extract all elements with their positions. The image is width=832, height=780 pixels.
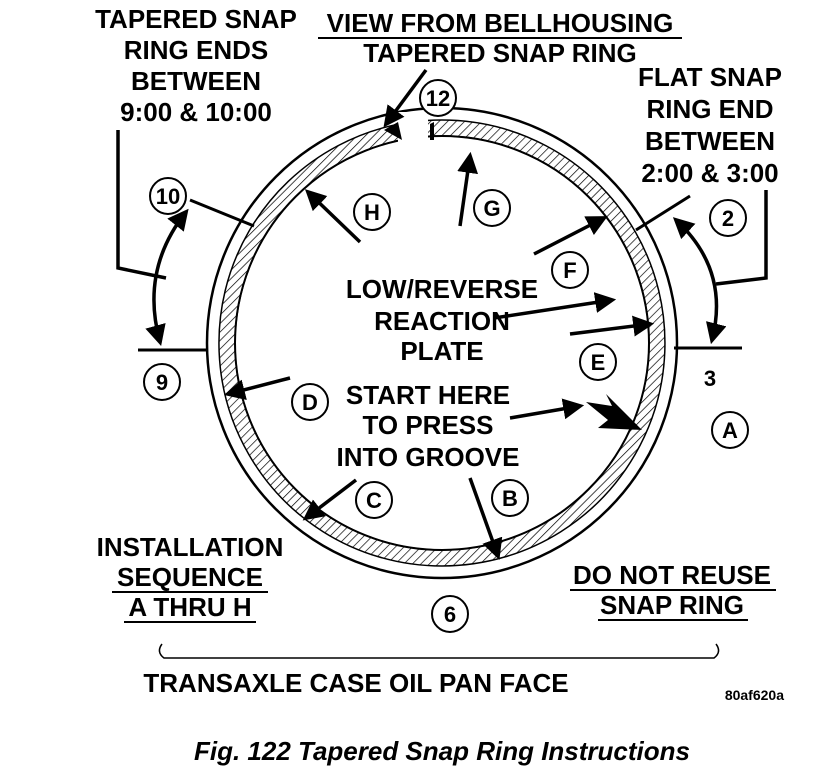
clock-12: 12 — [419, 79, 457, 117]
svg-text:2: 2 — [722, 206, 734, 231]
clock-9: 9 — [138, 348, 206, 401]
svg-text:10: 10 — [156, 184, 180, 209]
svg-text:C: C — [366, 488, 382, 513]
clock-10: 10 — [149, 177, 255, 228]
range-arrow-9-10 — [145, 208, 189, 347]
svg-text:9:00 & 10:00: 9:00 & 10:00 — [120, 97, 272, 127]
svg-text:RING END: RING END — [646, 94, 773, 124]
svg-text:INSTALLATION: INSTALLATION — [97, 532, 284, 562]
view-arrow — [383, 68, 428, 128]
svg-text:9: 9 — [156, 370, 168, 395]
svg-text:START HERE: START HERE — [346, 380, 510, 410]
svg-text:SEQUENCE: SEQUENCE — [117, 562, 263, 592]
svg-text:PLATE: PLATE — [400, 336, 483, 366]
svg-text:A: A — [722, 418, 738, 443]
installation-sequence-label: INSTALLATION SEQUENCE A THRU H — [97, 532, 284, 623]
svg-text:INTO GROOVE: INTO GROOVE — [337, 442, 520, 472]
svg-text:REACTION: REACTION — [374, 306, 510, 336]
svg-text:SNAP RING: SNAP RING — [600, 590, 744, 620]
snap-ring-gap — [398, 112, 428, 142]
sequence-b: B — [468, 477, 529, 560]
do-not-reuse-label: DO NOT REUSE SNAP RING — [570, 560, 776, 621]
view-subtitle: TAPERED SNAP RING — [363, 38, 637, 68]
range-arrow-2-3 — [672, 217, 727, 345]
svg-text:6: 6 — [444, 602, 456, 627]
svg-text:F: F — [563, 258, 576, 283]
svg-text:A THRU H: A THRU H — [128, 592, 251, 622]
flat-end-leader — [715, 190, 768, 286]
svg-text:D: D — [302, 390, 318, 415]
sequence-a: A — [711, 411, 749, 449]
svg-text:TRANSAXLE CASE OIL PAN FACE: TRANSAXLE CASE OIL PAN FACE — [143, 668, 568, 698]
clock-2: 2 — [635, 194, 747, 237]
svg-text:G: G — [483, 196, 500, 221]
view-title: VIEW FROM BELLHOUSING — [327, 8, 674, 38]
press-arrow-a — [586, 394, 642, 430]
svg-text:B: B — [502, 486, 518, 511]
svg-text:BETWEEN: BETWEEN — [645, 126, 775, 156]
svg-text:H: H — [364, 200, 380, 225]
clock-3: 3 — [674, 346, 742, 391]
figure-caption: Fig. 122 Tapered Snap Ring Instructions — [194, 736, 690, 766]
figure-code: 80af620a — [725, 687, 784, 703]
snap-ring-end-flat — [430, 122, 434, 140]
flat-end-callout: FLAT SNAP RING END BETWEEN 2:00 & 3:00 — [638, 62, 782, 286]
reaction-plate-label: LOW/REVERSE REACTION PLATE — [346, 274, 617, 366]
svg-text:TAPERED SNAP: TAPERED SNAP — [95, 4, 297, 34]
sequence-d: D — [223, 376, 329, 421]
svg-text:TO PRESS: TO PRESS — [362, 410, 493, 440]
svg-text:DO NOT REUSE: DO NOT REUSE — [573, 560, 771, 590]
svg-text:LOW/REVERSE: LOW/REVERSE — [346, 274, 538, 304]
svg-text:RING ENDS: RING ENDS — [124, 35, 268, 65]
clock-6: 6 — [431, 595, 469, 633]
svg-text:12: 12 — [426, 86, 450, 111]
svg-text:FLAT SNAP: FLAT SNAP — [638, 62, 782, 92]
start-here-label: START HERE TO PRESS INTO GROOVE — [337, 380, 642, 472]
svg-text:E: E — [591, 350, 606, 375]
sequence-e: E — [569, 315, 655, 381]
sequence-h: H — [304, 189, 391, 244]
svg-text:BETWEEN: BETWEEN — [131, 66, 261, 96]
sequence-c: C — [302, 478, 393, 521]
svg-text:2:00 & 3:00: 2:00 & 3:00 — [641, 158, 778, 188]
sequence-g: G — [457, 151, 511, 227]
oil-pan-face: TRANSAXLE CASE OIL PAN FACE — [143, 643, 720, 698]
svg-text:3: 3 — [704, 366, 716, 391]
tapered-ends-callout: TAPERED SNAP RING ENDS BETWEEN 9:00 & 10… — [95, 4, 297, 280]
sequence-f: F — [533, 216, 608, 289]
reaction-plate-circle — [234, 135, 650, 551]
